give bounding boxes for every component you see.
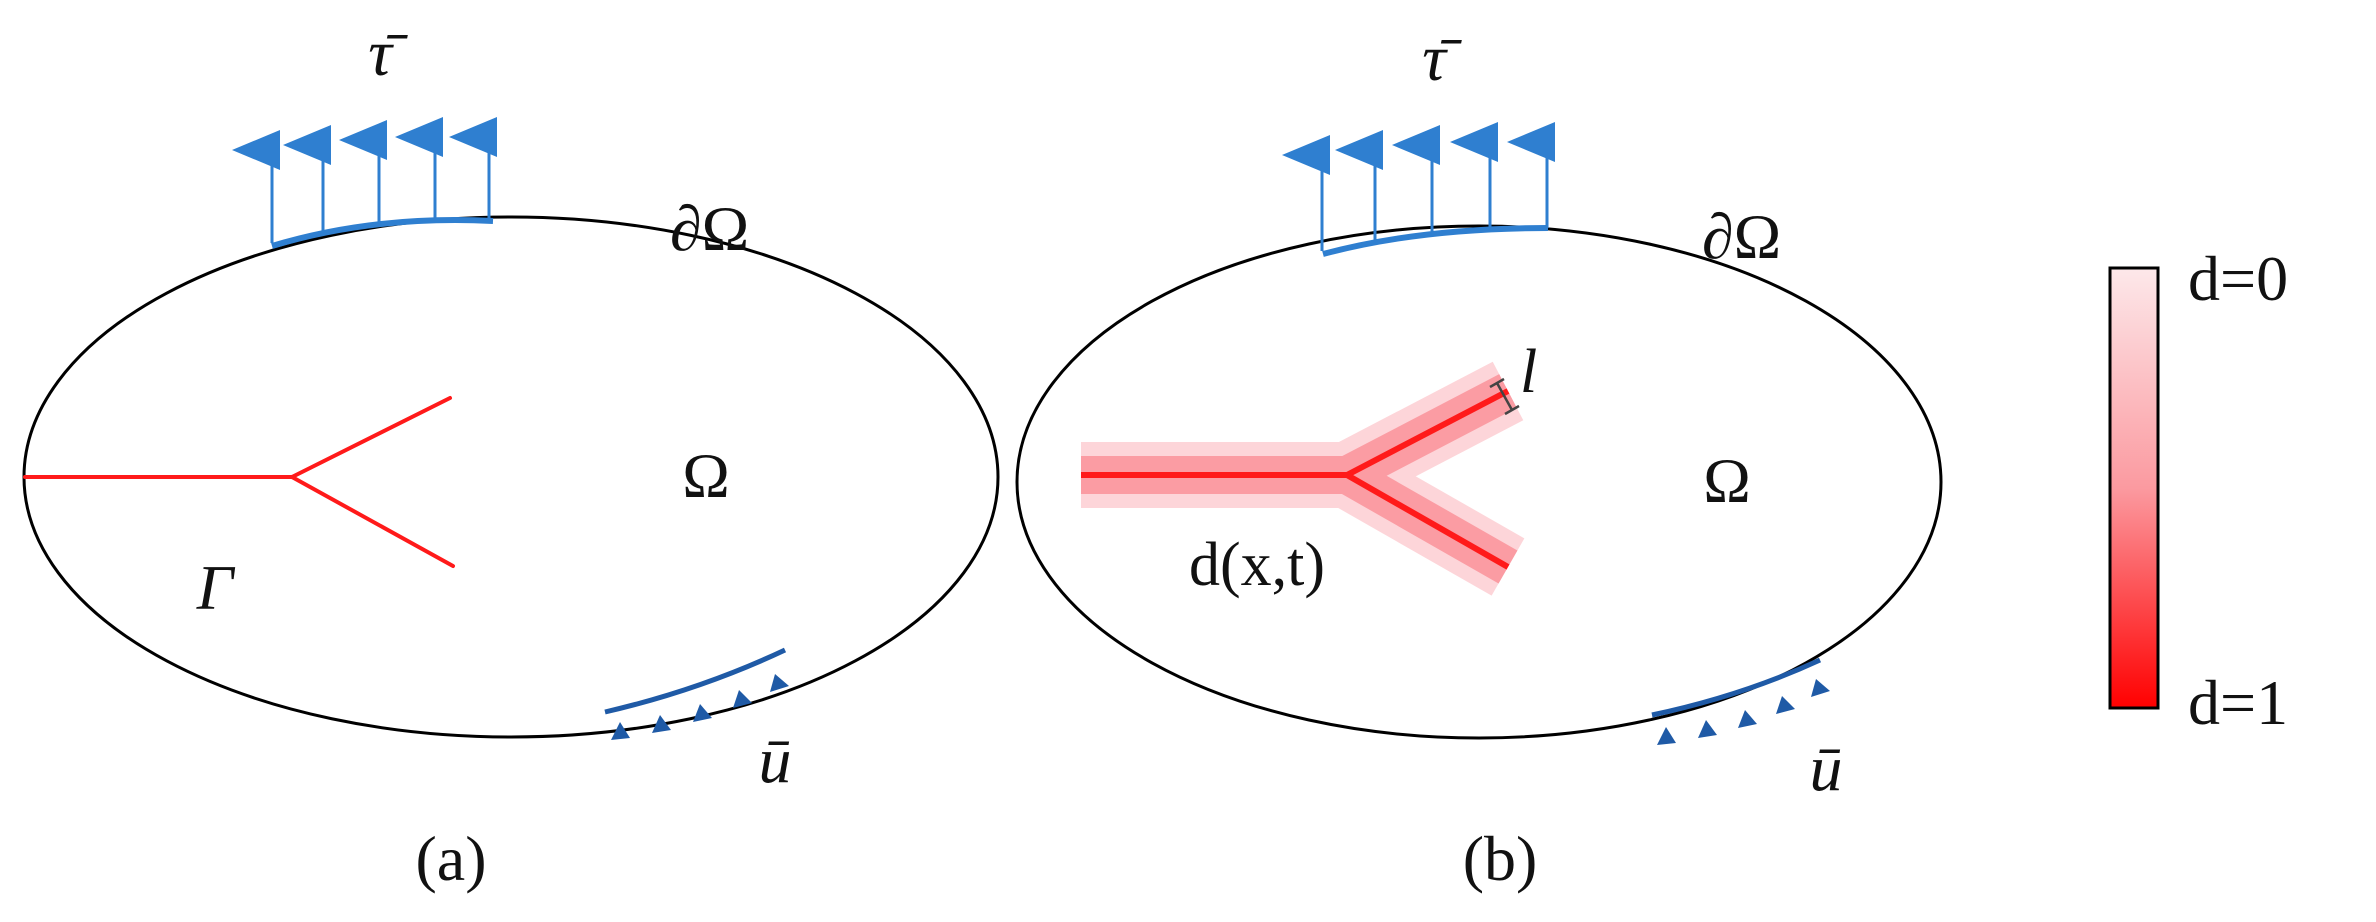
caption-b: (b)	[1463, 823, 1538, 894]
damage-colorbar: d=0 d=1	[2108, 243, 2288, 738]
colorbar-gradient	[2108, 266, 2160, 710]
diffuse-crack-b	[1081, 361, 1525, 596]
traction-arrows-a	[232, 117, 497, 243]
support-triangles-a	[611, 674, 789, 740]
domain-label-a: Ω	[682, 440, 730, 511]
length-scale-marker-b	[1489, 377, 1520, 416]
displacement-boundary-b	[1651, 657, 1822, 718]
caption-a: (a)	[415, 823, 486, 894]
panel-a: τ̄ ∂Ω Ω Γ ū (a)	[22, 17, 1000, 894]
panel-b: τ̄ ∂Ω l Ω d(x,t) ū (b)	[1015, 22, 1943, 894]
support-triangles-b	[1657, 679, 1830, 745]
colorbar-bottom-label: d=1	[2188, 667, 2288, 738]
traction-label-b: τ̄	[1422, 22, 1463, 95]
displacement-label-a: ū	[759, 724, 792, 797]
displacement-boundary-a	[604, 647, 787, 715]
domain-label-b: Ω	[1703, 445, 1751, 516]
traction-arrows-b	[1282, 122, 1555, 251]
crack-label-a: Γ	[196, 552, 236, 623]
boundary-label-b: ∂Ω	[1702, 201, 1781, 272]
traction-boundary-b	[1322, 225, 1549, 257]
sharp-crack-a	[23, 396, 455, 568]
domain-boundary-b	[1015, 224, 1943, 740]
displacement-label-b: ū	[1810, 732, 1843, 805]
phase-field-label-b: d(x,t)	[1189, 531, 1325, 599]
length-scale-label-b: l	[1520, 338, 1537, 406]
traction-label-a: τ̄	[368, 17, 409, 90]
boundary-label-a: ∂Ω	[670, 193, 749, 264]
colorbar-top-label: d=0	[2188, 243, 2288, 314]
